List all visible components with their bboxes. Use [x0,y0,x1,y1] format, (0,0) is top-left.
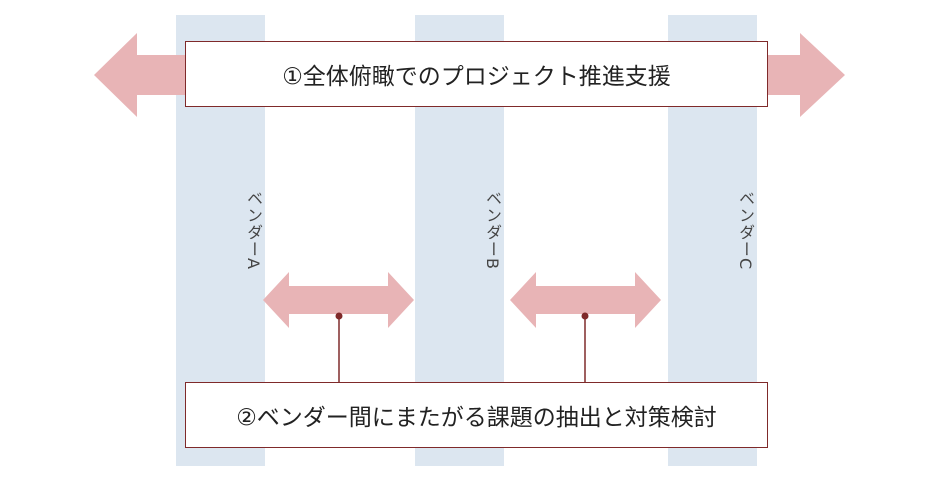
connector-dot-ab [335,312,343,320]
top-support-box: ①全体俯瞰でのプロジェクト推進支援 [185,41,768,107]
double-arrow-b-c [510,272,661,328]
vendor-label-b: ベンダーB [483,190,502,270]
connector-dot-bc [581,312,589,320]
vendor-label-a: ベンダーA [244,190,263,270]
bottom-issue-box: ②ベンダー間にまたがる課題の抽出と対策検討 [185,382,768,448]
double-arrow-a-b [263,272,414,328]
vendor-label-c: ベンダーC [736,190,755,271]
